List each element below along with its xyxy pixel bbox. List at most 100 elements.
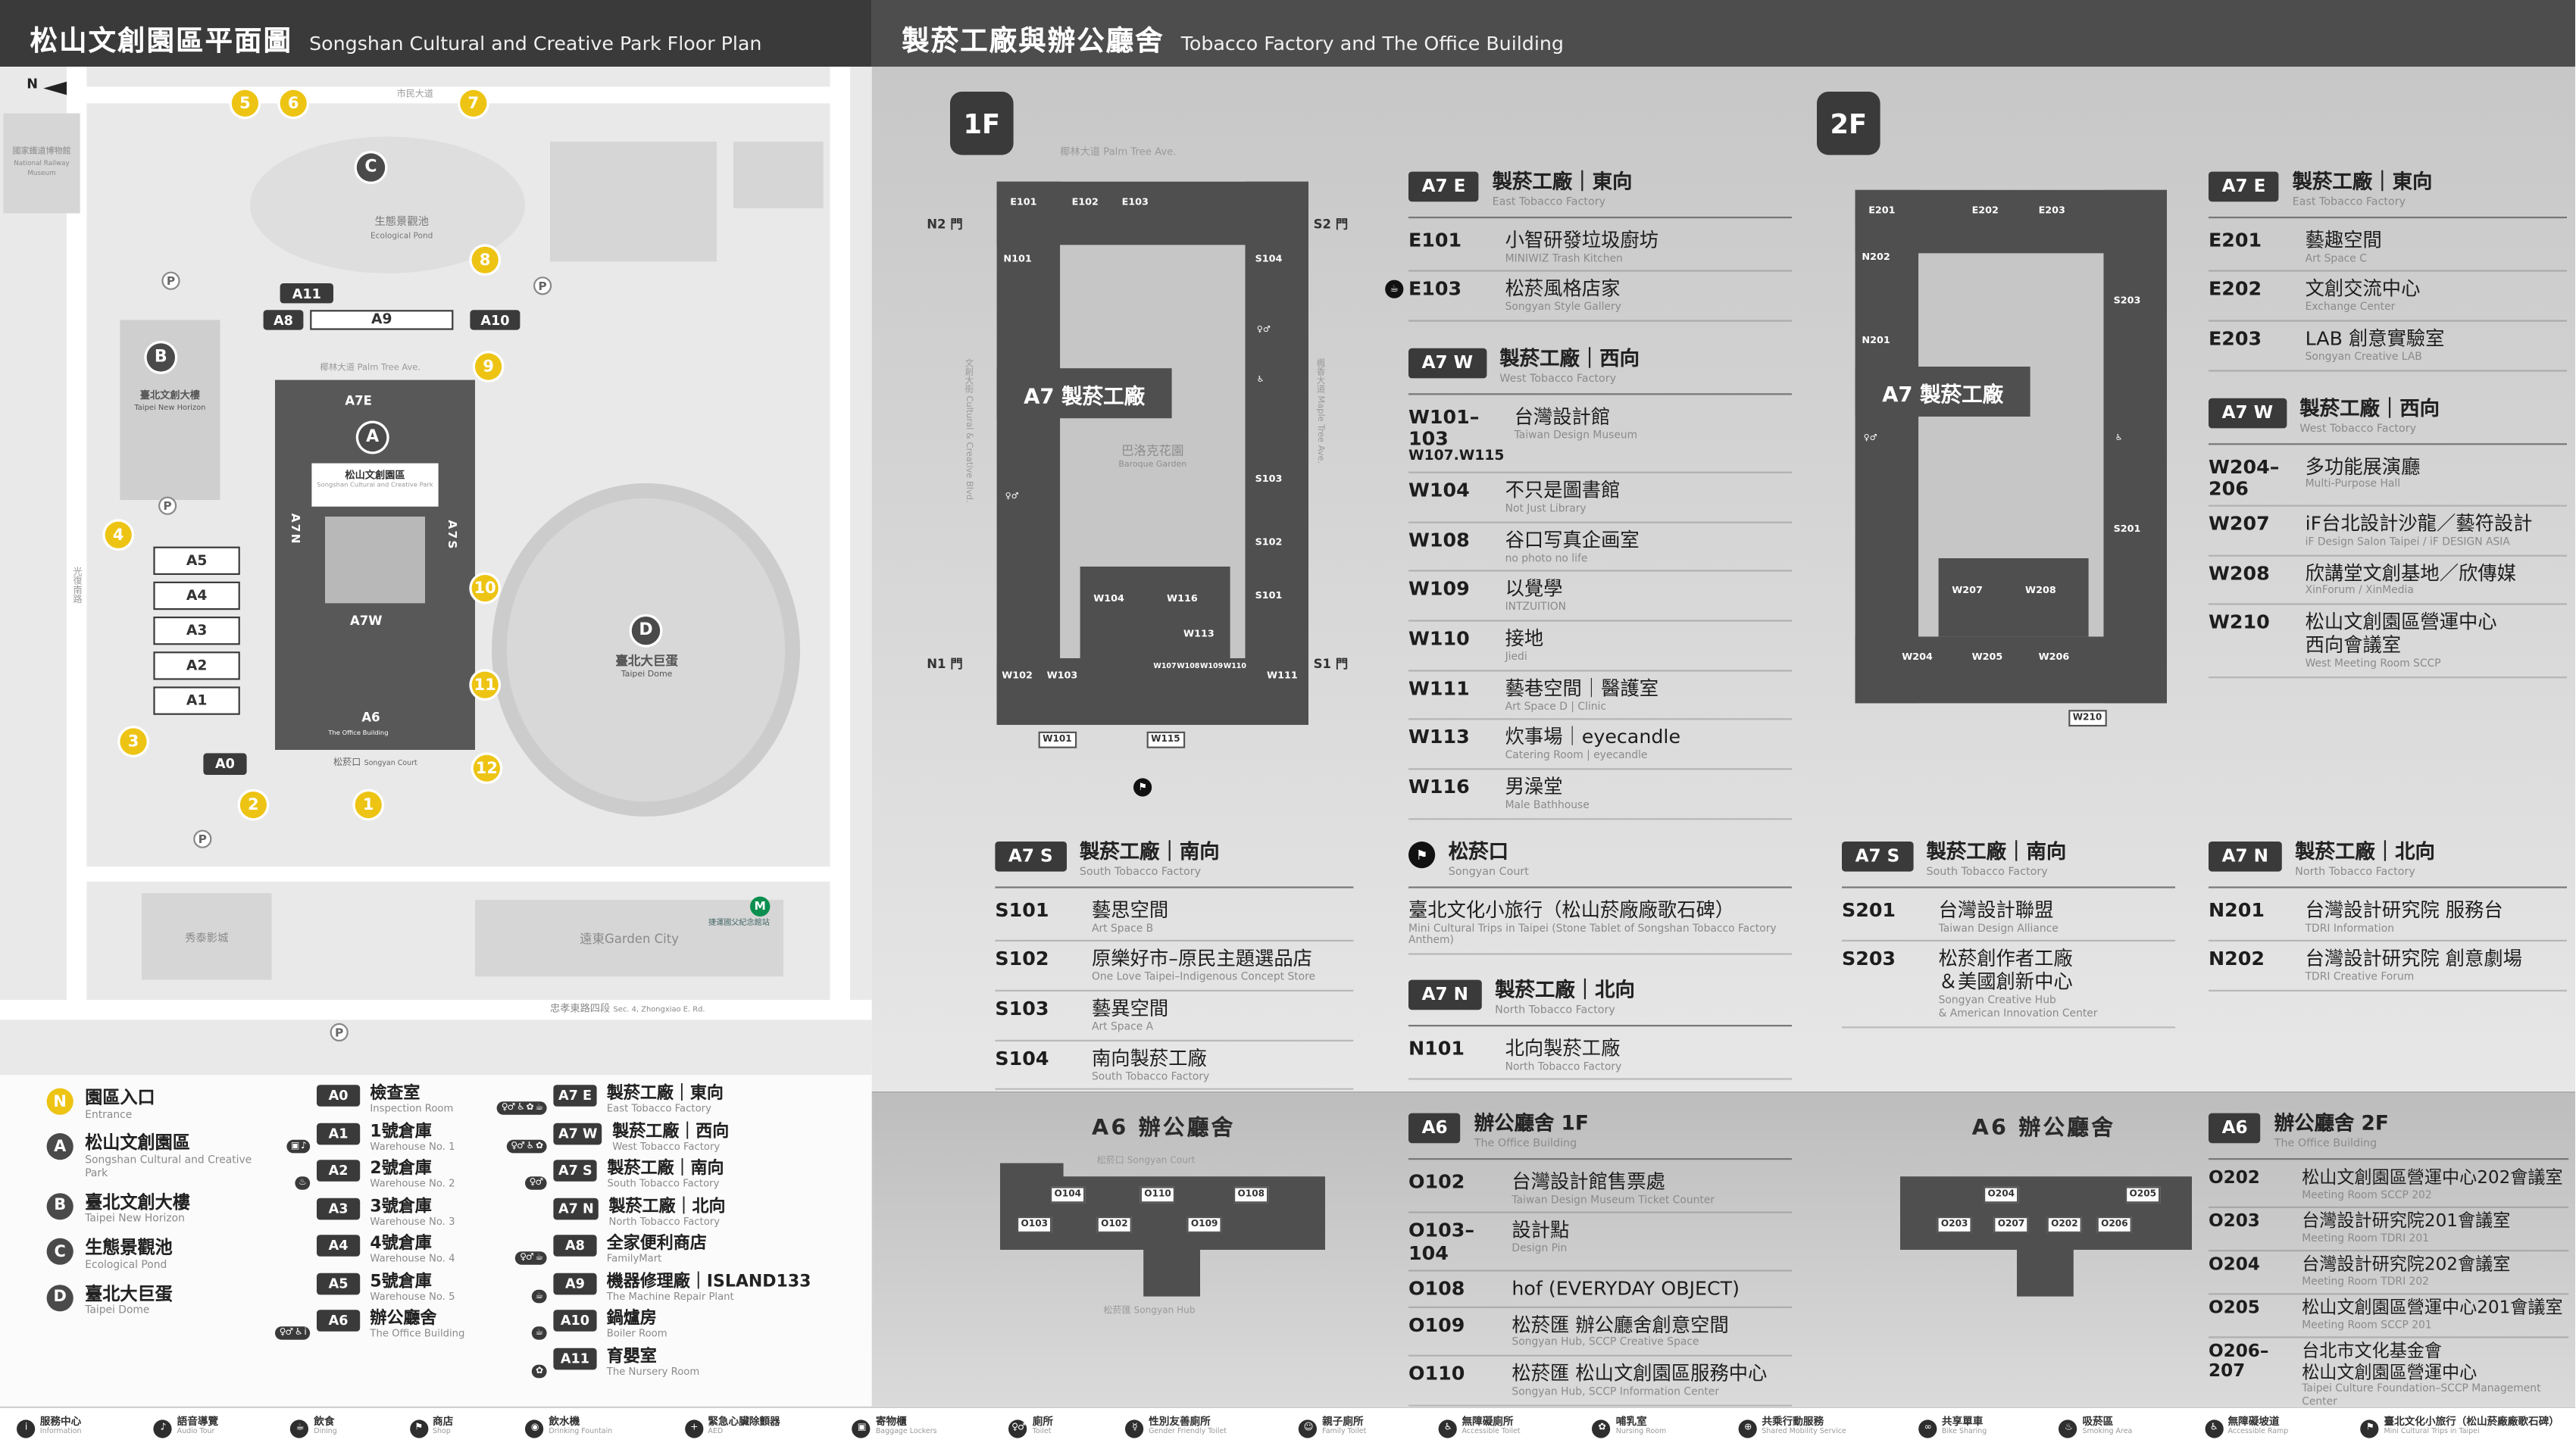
legend-marker-zh: 松山文創園區: [85, 1133, 190, 1154]
room-row: 臺北文化小旅行（松山菸廠廠歌石碑）Mini Cultural Trips in …: [1408, 893, 1792, 956]
room-label: W116: [1167, 595, 1198, 605]
toilet-icon: ♀♂: [1256, 325, 1271, 336]
room-name: 藝異空間: [1092, 996, 1169, 1020]
north-arrow-icon: [43, 81, 67, 95]
footer-label-en: Audio Tour: [177, 1428, 215, 1437]
legend-row-icons: ▣ ♪: [257, 1123, 317, 1154]
legend-building-en: North Tobacco Factory: [608, 1215, 721, 1228]
legend-marker-zh: 臺北大巨蛋: [85, 1284, 173, 1304]
legend-marker-en: Ecological Pond: [85, 1259, 167, 1272]
room-label: S103: [1255, 475, 1283, 486]
room-code: W113: [1408, 725, 1470, 749]
room-label: N101: [1003, 255, 1032, 265]
legend-marker-en: Taipei New Horizon: [85, 1213, 185, 1226]
left-title-en: Songshan Cultural and Creative Park Floo…: [309, 31, 762, 55]
room-label: E201: [1868, 206, 1896, 217]
gate-n2-label: N2 門: [927, 217, 963, 232]
section-title-zh: 製菸工廠｜東向: [1492, 170, 1633, 194]
legend-building-zh: 全家便利商店: [606, 1235, 707, 1254]
room-label: W103: [1046, 671, 1078, 682]
legend-building-badge: A7 S: [553, 1160, 598, 1182]
footer-label-zh: 吸菸區: [2082, 1416, 2114, 1429]
entrance-marker-6: 6: [280, 89, 307, 117]
room-label: O108: [1233, 1186, 1269, 1204]
footer-label-zh: 飲水機: [549, 1416, 580, 1429]
legend-row-icons: ♀♂ ♿ ✿ ☕: [493, 1085, 553, 1116]
room-code: E201: [2209, 227, 2262, 251]
room-label: S104: [1255, 255, 1283, 265]
block-A11: A11: [280, 283, 333, 304]
room-code: S102: [995, 947, 1049, 971]
legend-building-zh: 製菸工廠｜南向: [607, 1160, 724, 1179]
aed-icon: +: [684, 1419, 703, 1438]
marker-D: D: [631, 617, 661, 645]
a6-hub-label: 松菸匯 Songyan Hub: [1103, 1306, 1196, 1316]
room-label: S101: [1255, 592, 1283, 602]
legend-building-zh: 製菸工廠｜西向: [612, 1122, 730, 1141]
legend-building-en: Warehouse No. 1: [370, 1140, 455, 1153]
block-A5: A5: [153, 546, 240, 575]
section-badge: A7 W: [1408, 348, 1487, 379]
songyan-court-icon: ⚑: [1133, 778, 1152, 797]
footer-item: ⚑ 臺北文化小旅行（松山菸廠廠歌石碑）Mini Cultural Trips i…: [2360, 1417, 2559, 1438]
footer-label-zh: 無障礙廁所: [1462, 1416, 1514, 1429]
a7-complex: A7E A 松山文創園區 Songshan Cultural and Creat…: [275, 379, 475, 750]
room-label: O207: [1993, 1216, 2029, 1234]
footer-label-zh: 商店: [432, 1416, 454, 1429]
footer-label-zh: 共享單車: [1941, 1416, 1984, 1429]
taipei-dome: [492, 483, 800, 817]
legend-building-zh: 製菸工廠｜東向: [606, 1085, 724, 1104]
room-name-en: Taiwan Design Museum: [1514, 429, 1638, 442]
information-icon: i: [17, 1419, 36, 1438]
legend-building-zh: 3號倉庫: [370, 1197, 432, 1216]
block-A1: A1: [153, 686, 240, 715]
room-code: S101: [995, 898, 1049, 922]
north-label: N: [27, 77, 38, 92]
room-label: W111: [1267, 671, 1298, 682]
block-A7S: A7S: [445, 520, 458, 551]
gender-friendly-toilet-icon: ☿: [1125, 1419, 1144, 1438]
legend-building-en: Warehouse No. 2: [370, 1178, 455, 1190]
legend-row-icons: ♨: [257, 1160, 317, 1191]
legend-building-zh: 5號倉庫: [370, 1272, 432, 1291]
footer-label-en: Gender Friendly Toilet: [1149, 1428, 1227, 1437]
accessible-ramp-icon: ♿: [2204, 1419, 2223, 1438]
legend-building-en: Inspection Room: [370, 1103, 454, 1115]
entrance-marker-12: 12: [473, 754, 500, 782]
shop-icon: ⚑: [409, 1419, 428, 1438]
street-bottom-label: 忠孝東路四段 Sec. 4, Zhongxiao E. Rd.: [550, 1003, 705, 1015]
legend-marker-circle: D: [46, 1284, 73, 1311]
room-code: E101: [1408, 227, 1462, 251]
room-code: W208: [2209, 561, 2270, 585]
block-A9: A9: [310, 310, 454, 330]
footer-label-zh: 飲食: [314, 1416, 335, 1429]
a6-court-label: 松菸口 Songyan Court: [1096, 1156, 1196, 1166]
room-label: E202: [1971, 206, 1999, 217]
shared-mobility-icon: ⊕: [1738, 1419, 1757, 1438]
room-code: S104: [995, 1046, 1049, 1070]
room-name: 炊事場｜eyecandle: [1505, 725, 1681, 749]
dining-icon: ☕: [290, 1419, 309, 1438]
